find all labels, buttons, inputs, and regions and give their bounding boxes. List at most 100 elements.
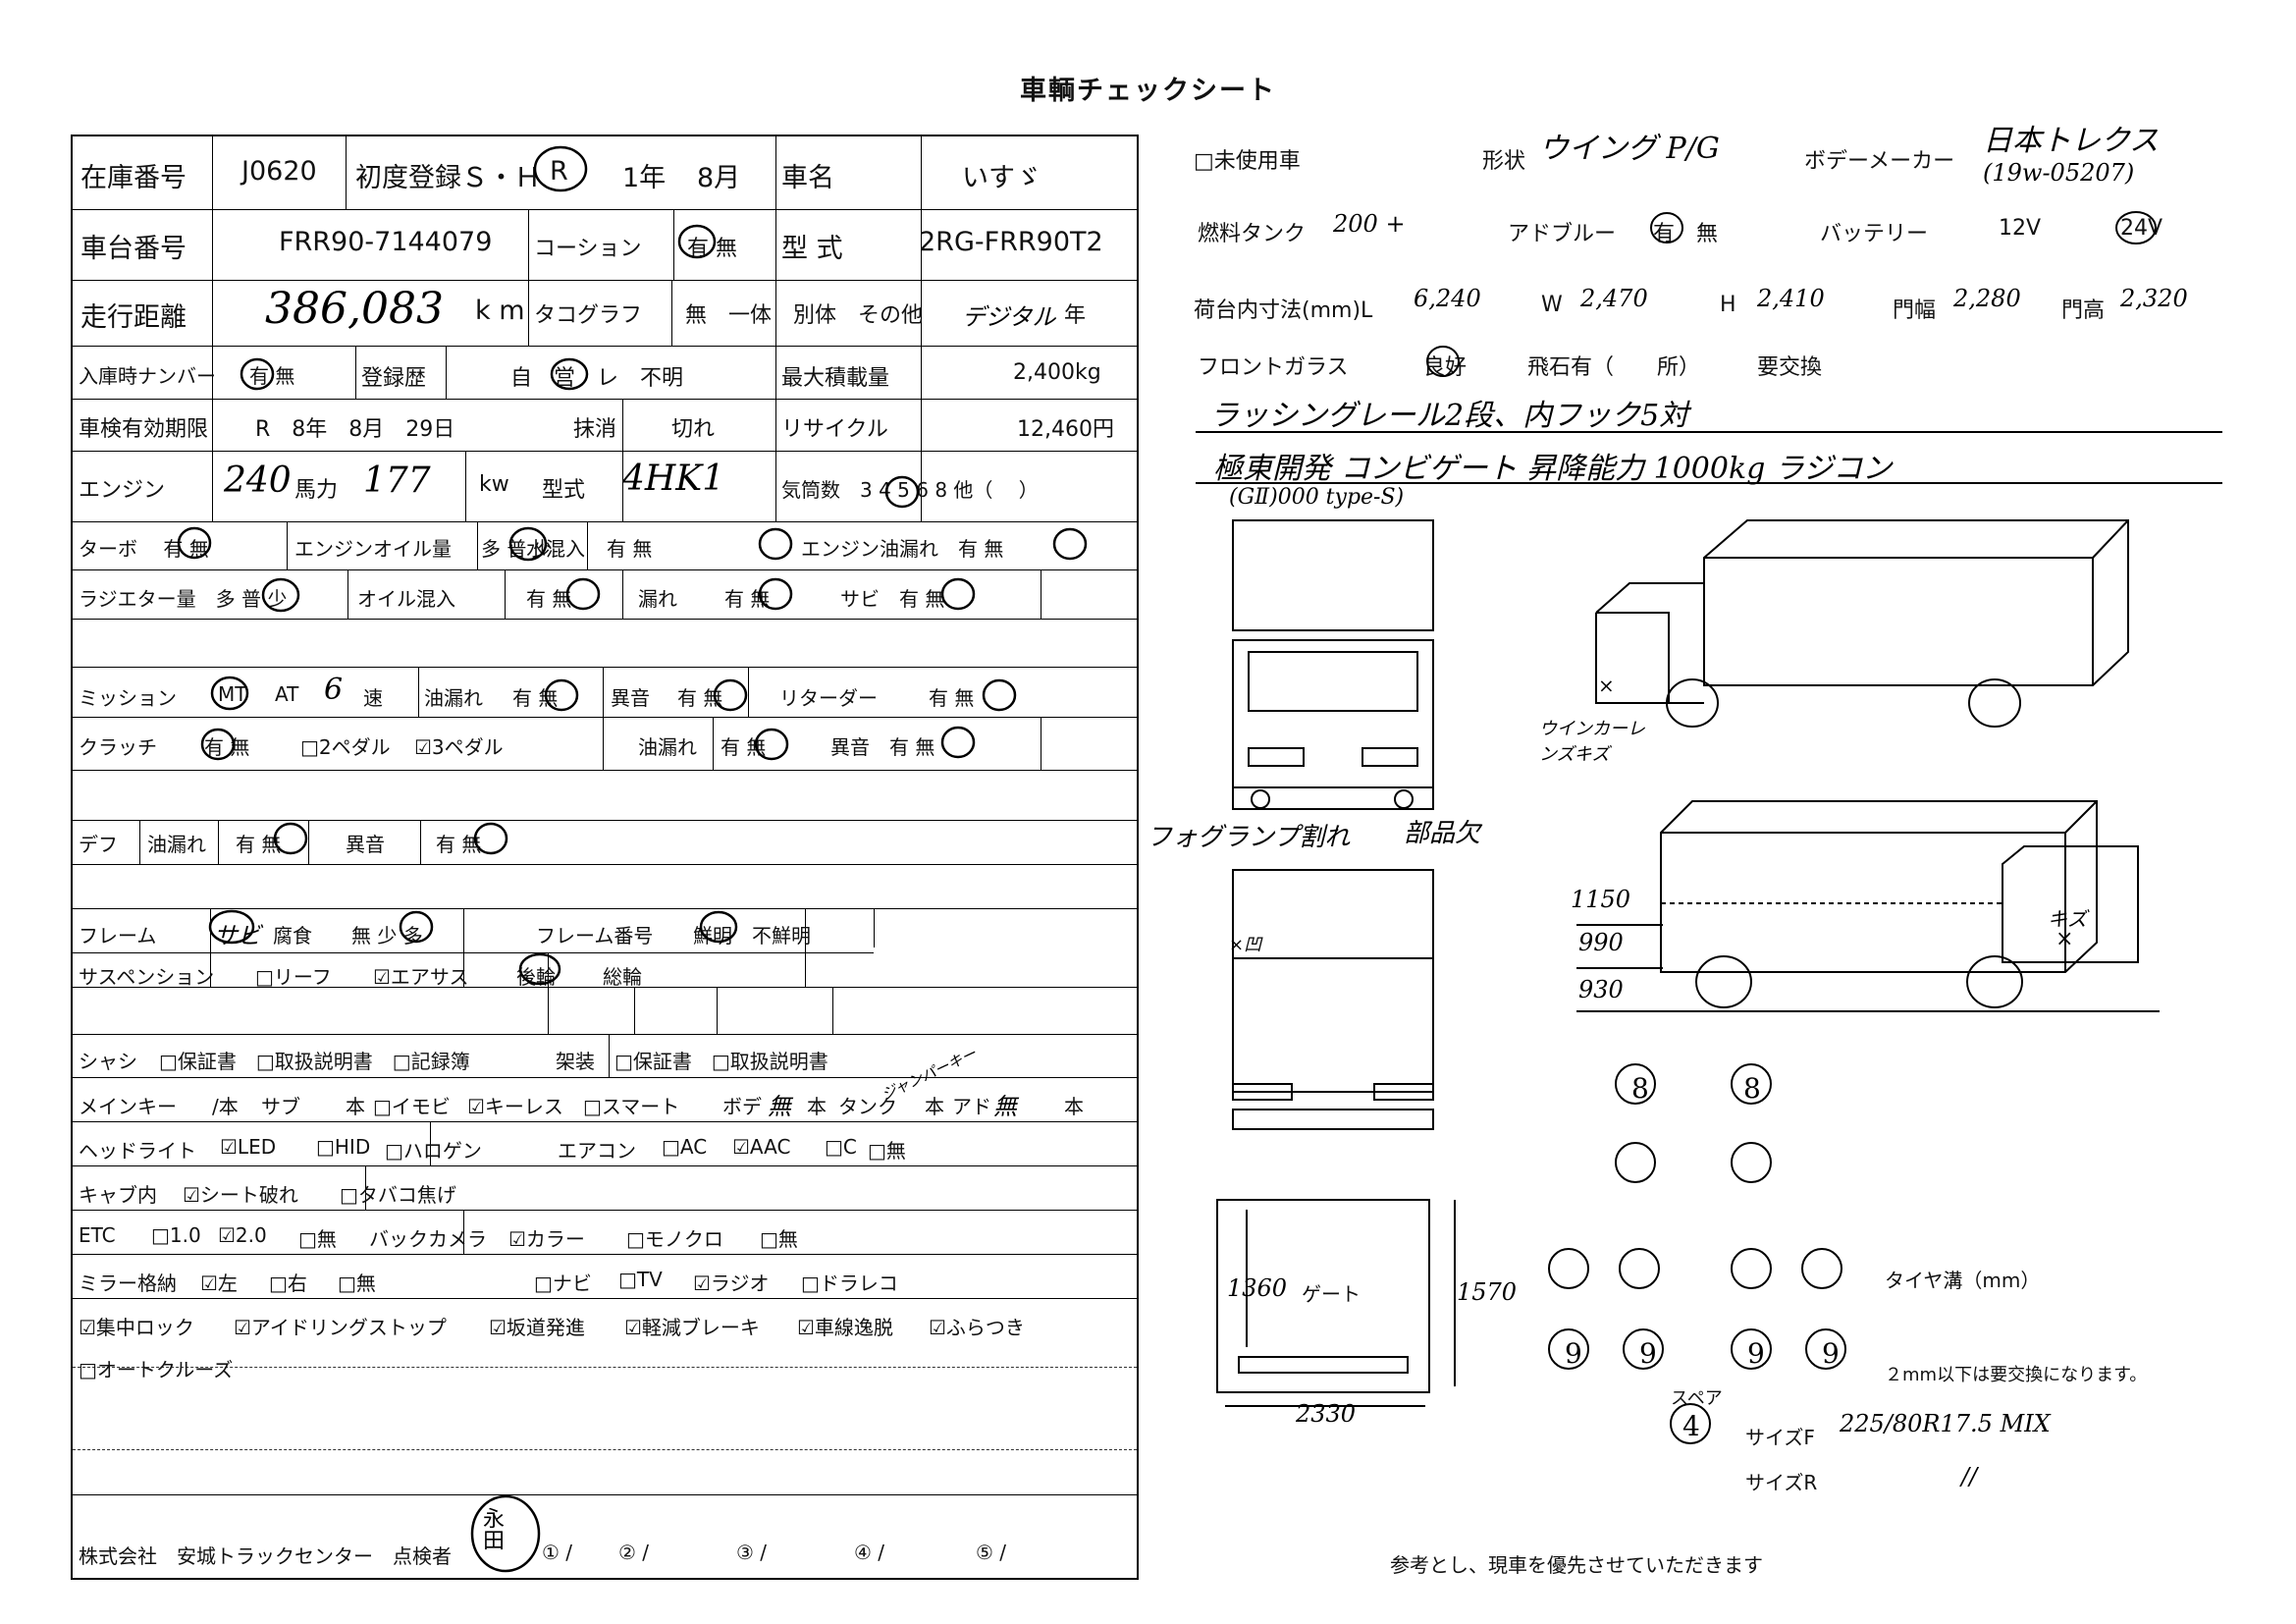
- shape-handwritten: ウイング P/G: [1539, 132, 1720, 166]
- model-label: 型 式: [781, 234, 843, 264]
- battery-label: バッテリー: [1820, 222, 1929, 246]
- horsepower-label: 馬力: [294, 478, 339, 503]
- side-truck-wheel-front: [1966, 955, 2023, 1008]
- tire-circle-r1: [1548, 1248, 1589, 1289]
- shape-label: 形状: [1482, 149, 1526, 174]
- horsepower-value: 240: [224, 460, 292, 501]
- speed-count: 6: [324, 673, 344, 707]
- engine-oil-leak-circle: [1052, 527, 1088, 561]
- tv-checkbox: □TV: [618, 1268, 663, 1291]
- front-view-light-left: [1248, 747, 1305, 767]
- tire-circle-r2: [1619, 1248, 1660, 1289]
- central-lock-checkbox: ☑集中ロック: [79, 1316, 194, 1339]
- body-key-handwritten: 無: [768, 1093, 791, 1120]
- led-checkbox: ☑LED: [220, 1135, 277, 1159]
- tank-key-unit: 本: [925, 1095, 944, 1118]
- tire-circle-r4: [1801, 1248, 1842, 1289]
- retarder-options: 有 無: [929, 686, 975, 710]
- battery-12v: 12V: [1999, 216, 2042, 241]
- clutch-noise-circle: [940, 726, 976, 759]
- height-1150: 1150: [1571, 886, 1631, 913]
- chassis-label: 車台番号: [80, 234, 187, 264]
- frame-number-label: フレーム番号: [536, 924, 654, 947]
- collision-brake-checkbox: ☑軽減ブレーキ: [624, 1316, 760, 1339]
- leaf-checkbox: □リーフ: [255, 965, 332, 989]
- camera-none-checkbox: □無: [760, 1227, 798, 1251]
- retarder-circle: [982, 678, 1017, 712]
- fuel-tank-label: 燃料タンク: [1198, 222, 1307, 246]
- chassis-number: FRR90-7144079: [279, 227, 493, 257]
- rear-light-left: [1232, 1083, 1293, 1101]
- expired-label: 切れ: [671, 417, 716, 442]
- diff-noise-options: 有 無: [436, 833, 482, 856]
- height-990: 990: [1578, 929, 1624, 956]
- suspension-label: サスペンション: [79, 965, 215, 989]
- mission-noise-circle: [713, 678, 748, 712]
- caution-label: コーション: [534, 237, 642, 261]
- glass-good-circle: [1426, 346, 1460, 377]
- tire-front-right: 8: [1743, 1072, 1761, 1105]
- mileage-value: 386,083: [265, 284, 444, 334]
- water-circle: [758, 527, 793, 561]
- smart-key-checkbox: □スマート: [583, 1095, 680, 1118]
- clutch-noise-label: 異音 有 無: [830, 735, 935, 759]
- diff-label: デフ: [79, 833, 118, 856]
- front-glass-chip: 飛石有（ 所）: [1527, 355, 1701, 380]
- frame-options: 腐食 無 少 多: [273, 924, 423, 947]
- engine-label: エンジン: [79, 478, 166, 503]
- gate-width-2330: 2330: [1296, 1400, 1357, 1428]
- truck-3d-wheel-front: [1666, 678, 1719, 728]
- fuel-tank-value: 200 +: [1333, 210, 1406, 238]
- diff-oil-leak-label: 油漏れ: [147, 833, 206, 856]
- rear-light-right: [1373, 1083, 1434, 1101]
- tire-circle-fl: [1615, 1063, 1656, 1105]
- mirror-fold-label: ミラー格納: [79, 1272, 177, 1295]
- radiator-circle: [261, 577, 300, 613]
- note-gate: 極東開発 コンビゲート 昇降能力 1000kg ラジコン: [1213, 452, 1893, 486]
- note-lashing-rail: ラッシングレール2段、内フック5対: [1209, 399, 1689, 433]
- kw-value: 177: [363, 460, 431, 501]
- max-load-label: 最大積載量: [781, 366, 890, 391]
- mission-oil-leak-circle: [544, 678, 579, 712]
- lane-departure-checkbox: ☑車線逸脱: [797, 1316, 893, 1339]
- fog-lamp-note: フォグランプ割れ: [1147, 823, 1351, 852]
- chassis-docs-label: シャシ: [79, 1050, 137, 1073]
- mirror-right-checkbox: □右: [269, 1272, 307, 1295]
- navi-checkbox: □ナビ: [534, 1272, 592, 1295]
- slot-2: ② /: [618, 1541, 650, 1564]
- aac-checkbox: ☑AAC: [732, 1135, 791, 1159]
- tire-rear-outer-left: 9: [1565, 1337, 1582, 1370]
- cylinders-label: 気筒数 3 4 5 6 8 他（ ）: [781, 478, 1039, 502]
- stock-number: J0620: [241, 156, 317, 187]
- inspection-expiry-date: R 8年 8月 29日: [255, 417, 455, 442]
- tire-circle-spare: [1670, 1403, 1711, 1444]
- mt-circle: [210, 676, 249, 711]
- sub-key-label: サブ: [261, 1095, 300, 1118]
- c-checkbox: □C: [825, 1135, 857, 1159]
- leak-label: 漏れ: [638, 587, 677, 611]
- front-view-bumper: [1232, 786, 1434, 810]
- slot-5: ⑤ /: [976, 1541, 1007, 1564]
- side-truck-cargo: [1660, 800, 2098, 973]
- tire-front-left: 8: [1631, 1072, 1649, 1105]
- tire-tread-note: ２mm以下は要交換になります。: [1885, 1365, 2148, 1385]
- radiator-label: ラジエター量 多 普 少: [79, 587, 288, 611]
- front-view-light-right: [1362, 747, 1418, 767]
- plate-label: 入庫時ナンバー: [79, 364, 216, 388]
- gate-height-1570: 1570: [1457, 1278, 1518, 1306]
- adblue-label: アドブルー: [1508, 222, 1617, 246]
- diff-noise-circle: [473, 822, 508, 855]
- retarder-label: リターダー: [779, 686, 878, 710]
- rust-circle: [940, 577, 976, 611]
- etc-none-checkbox: □無: [298, 1227, 337, 1251]
- adblue-key-label: アド: [952, 1095, 991, 1118]
- frame-less-circle: [399, 910, 434, 944]
- truck-3d-wheel-rear: [1968, 678, 2021, 728]
- etc-1-checkbox: □1.0: [151, 1223, 201, 1247]
- gate-height: 2,320: [2120, 285, 2188, 312]
- front-glass-label: フロントガラス: [1198, 355, 1349, 380]
- adblue-key-handwritten: 無: [993, 1093, 1017, 1120]
- reg-history-options: 自 営 レ 不明: [510, 366, 684, 391]
- engine-oil-leak-label: エンジン油漏れ 有 無: [801, 537, 1004, 561]
